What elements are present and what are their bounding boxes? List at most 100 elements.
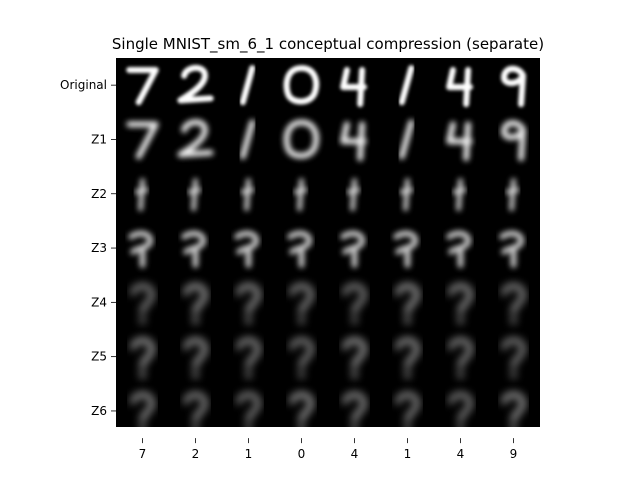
digit-cell [126,121,159,160]
digit-cell [130,283,155,324]
digit-stroke [448,283,473,324]
image-grid [116,58,540,427]
digit-cell [177,119,214,158]
digit-stroke [501,337,526,379]
digit-stroke [289,337,314,379]
digit-stroke [130,283,155,324]
digit-stroke [340,230,365,268]
digit-stroke [240,178,255,212]
digit-cell [340,230,365,268]
column-label: 7 [139,447,147,461]
digit-cell [393,230,418,268]
column-label: 1 [404,447,412,461]
digit-stroke [236,391,261,433]
digit-stroke [128,230,153,268]
digit-stroke [452,178,467,212]
digit-cell [448,391,473,433]
digit-stroke [183,337,208,379]
digit-cell [183,391,208,433]
digit-stroke [181,230,206,268]
digit-cell [446,121,473,162]
digit-stroke [134,178,149,212]
digit-stroke [183,283,208,324]
digit-cell [239,65,256,106]
row-label: Original [60,78,107,92]
digit-cell [395,391,420,433]
figure-title: Single MNIST_sm_6_1 conceptual compressi… [112,35,544,54]
digit-cell [236,337,261,379]
digit-cell [187,178,202,212]
digit-stroke [395,283,420,324]
row-label: Z1 [91,132,107,146]
digit-cell [501,391,526,433]
digit-stroke [239,119,256,160]
digit-cell [239,119,256,160]
row-label: Z2 [91,187,107,201]
digit-stroke [448,391,473,433]
digit-stroke [126,66,159,106]
digit-cell [501,283,526,324]
digit-cell [499,230,524,268]
digit-stroke [501,391,526,433]
digit-cell [342,283,367,324]
column-label: 0 [298,447,306,461]
column-label: 9 [510,447,518,461]
digit-stroke [283,119,319,159]
digit-stroke [446,121,473,162]
digit-stroke [505,178,520,212]
digit-cell [293,178,308,212]
digit-stroke [342,391,367,433]
digit-cell [234,230,259,268]
column-label: 1 [245,447,253,461]
digit-stroke [289,391,314,433]
digit-cell [283,119,319,159]
digit-stroke [289,283,314,324]
digit-cell [446,66,473,108]
digit-cell [501,337,526,379]
digit-cell [289,337,314,379]
digit-cell [126,66,159,106]
digit-stroke [398,119,415,160]
digit-cell [236,391,261,433]
digit-stroke [234,230,259,268]
digit-stroke [395,337,420,379]
digit-stroke [293,178,308,212]
digit-cell [452,178,467,212]
digit-cell [287,230,312,268]
digit-cell [183,337,208,379]
row-label: Z4 [91,295,107,309]
digit-stroke [236,337,261,379]
digit-stroke [130,337,155,379]
digit-stroke [177,119,214,158]
digit-cell [399,178,414,212]
digit-stroke [187,178,202,212]
digit-stroke [177,64,214,104]
digit-cell [236,283,261,324]
digit-cell [181,230,206,268]
digit-stroke [183,391,208,433]
digit-stroke [130,391,155,433]
digit-cell [448,283,473,324]
digit-cell [342,391,367,433]
column-label: 4 [457,447,465,461]
digit-stroke [283,65,320,105]
digit-cell [501,120,526,162]
digit-stroke [399,178,414,212]
digit-cell [134,178,149,212]
digit-cells [126,64,526,433]
digit-cell [505,178,520,212]
digit-cell [342,337,367,379]
row-label: Z3 [91,241,107,255]
digit-cell [128,230,153,268]
digit-cell [395,337,420,379]
digit-stroke [501,283,526,324]
digit-stroke [499,230,524,268]
digit-stroke [446,230,471,268]
digit-cell [183,283,208,324]
digit-cell [398,65,415,106]
digit-stroke [239,65,256,106]
digit-stroke [448,337,473,379]
